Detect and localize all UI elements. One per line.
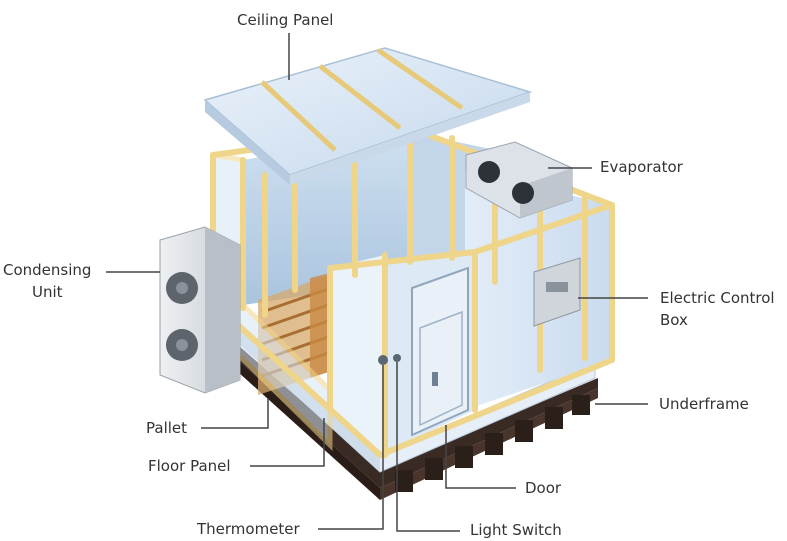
label-electric-control-box-line2: Box bbox=[660, 311, 688, 329]
leader-pallet bbox=[201, 398, 269, 429]
label-underframe: Underframe bbox=[659, 395, 749, 413]
label-evaporator: Evaporator bbox=[600, 158, 683, 176]
leader-floor-panel bbox=[250, 418, 325, 467]
label-floor-panel: Floor Panel bbox=[148, 457, 231, 475]
door-shape bbox=[411, 266, 469, 437]
leader-thermometer bbox=[318, 365, 384, 530]
leader-door bbox=[445, 425, 516, 489]
label-door: Door bbox=[525, 479, 562, 497]
partition-wall bbox=[330, 255, 385, 455]
light-switch-shape bbox=[393, 354, 401, 362]
label-condensing-unit-line1: Condensing bbox=[3, 261, 92, 279]
label-electric-control-box-line1: Electric Control bbox=[660, 289, 775, 307]
label-condensing-unit-line2: Unit bbox=[32, 283, 63, 301]
evaporator-shape bbox=[465, 141, 573, 219]
leader-light-switch bbox=[396, 362, 460, 532]
leader-lines bbox=[106, 33, 648, 532]
label-light-switch: Light Switch bbox=[470, 521, 562, 539]
electric-control-box-shape bbox=[533, 257, 581, 327]
label-ceiling-panel: Ceiling Panel bbox=[237, 11, 334, 29]
label-thermometer: Thermometer bbox=[197, 520, 300, 538]
thermometer-shape bbox=[378, 355, 388, 365]
ceiling-panel-shape bbox=[203, 47, 533, 185]
label-pallet: Pallet bbox=[146, 419, 188, 437]
condensing-unit-shape bbox=[159, 226, 241, 394]
